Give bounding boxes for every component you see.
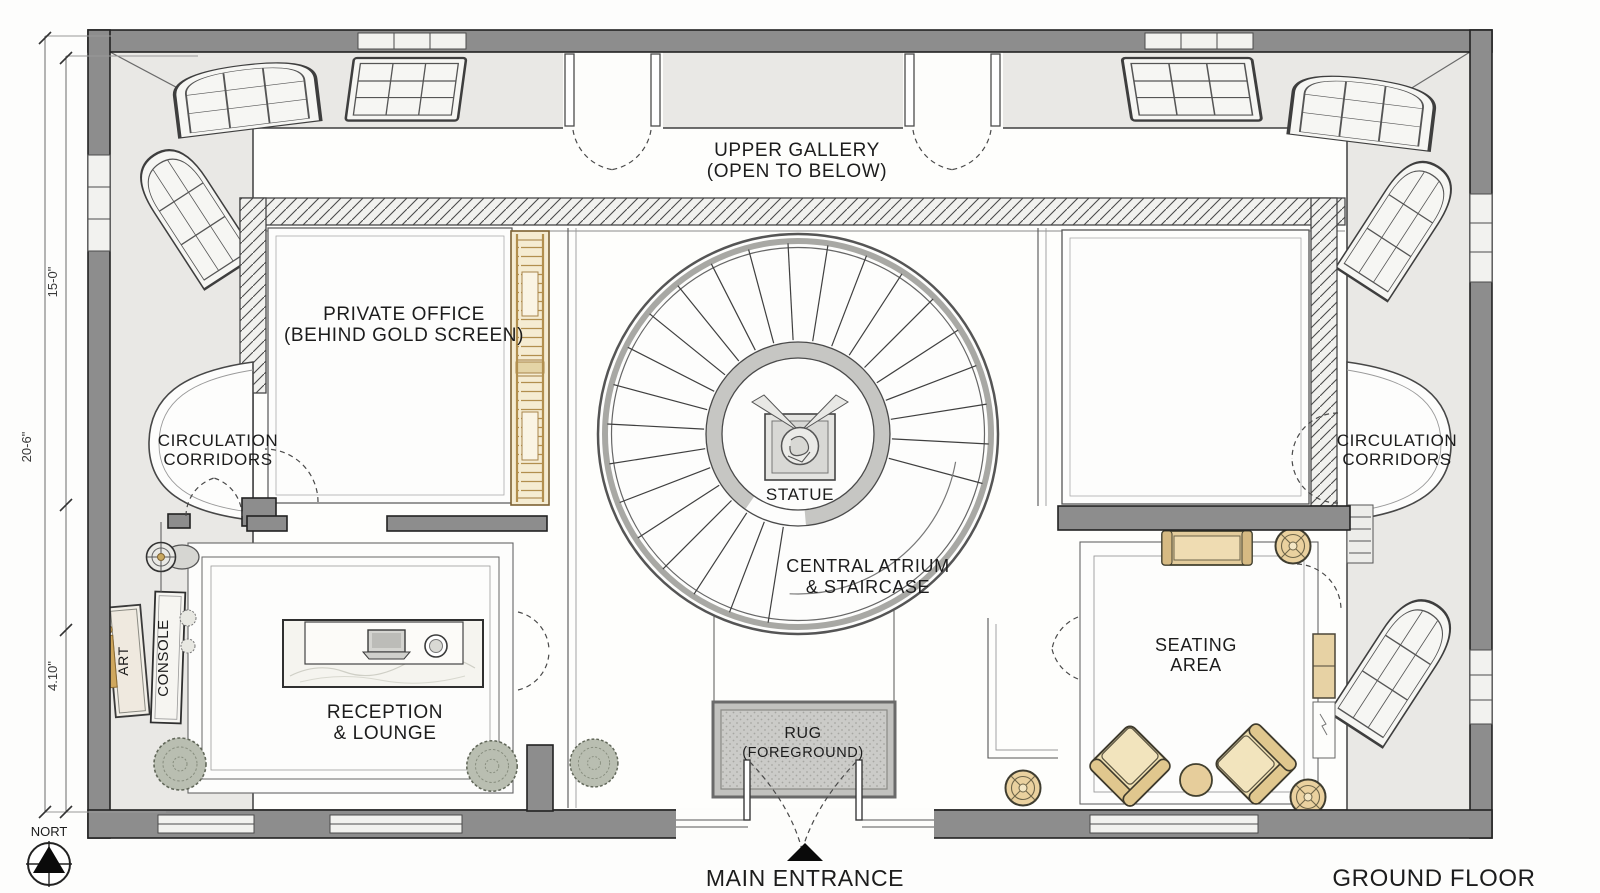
circulation-right-label: CIRCULATION: [1337, 431, 1458, 450]
entrance-threshold: [676, 819, 934, 828]
statue: [751, 394, 849, 481]
gold-screen: [510, 230, 550, 506]
gallery-hatch-boundary: [239, 197, 1346, 507]
reception-sublabel: & LOUNGE: [334, 723, 437, 744]
console-table: [149, 590, 187, 725]
door-leaf: [855, 759, 863, 821]
entrance-doors: [743, 759, 863, 821]
rug-sublabel: (FOREGROUND): [742, 745, 864, 761]
landing-arc: [789, 461, 957, 595]
console-label: CONSOLE: [155, 619, 172, 697]
atrium-hall-boundaries: [567, 228, 1058, 808]
plant: [466, 740, 518, 792]
door-leaf: [990, 53, 1001, 127]
seating-label: SEATING: [1155, 635, 1237, 655]
side-cabinet: [1312, 633, 1336, 759]
walls: [87, 29, 1493, 840]
private-office-room: [267, 227, 513, 504]
statue-wing-left: [751, 394, 801, 433]
floor-medallion: [1004, 769, 1042, 807]
art-piece: [103, 603, 151, 719]
reception-desk: [282, 619, 484, 688]
circulation-right-sublabel: CORRIDORS: [1342, 450, 1451, 469]
statue-label: STATUE: [766, 485, 834, 504]
curved-corridor-recesses: [148, 361, 1452, 521]
main-entrance-label: MAIN ENTRANCE: [706, 865, 904, 891]
door-leaf: [743, 759, 751, 821]
gallery-doors: [563, 52, 1003, 130]
laptop-icon: [361, 629, 412, 660]
bench: [1161, 530, 1253, 566]
upper-gallery-sublabel: (OPEN TO BELOW): [707, 161, 887, 182]
upper-right-room: [1061, 229, 1310, 505]
atrium-label: CENTRAL ATRIUM: [786, 556, 949, 576]
door-leaf: [904, 53, 915, 127]
seating-sublabel: AREA: [1170, 655, 1221, 675]
round-side-table: [1179, 763, 1213, 797]
circulation-left-label: CIRCULATION: [158, 431, 279, 450]
door-swing-arcs: [185, 129, 1342, 855]
dimension-ticks: [38, 31, 73, 819]
private-office-sublabel: (BEHIND GOLD SCREEN): [284, 325, 524, 346]
console-decor: [179, 609, 197, 627]
stair-treads: [607, 243, 989, 623]
reception-label: RECEPTION: [327, 702, 443, 723]
entrance-arrow: [787, 843, 823, 861]
wall-grille: [1346, 504, 1374, 564]
plant: [153, 737, 207, 791]
art-label: ART: [115, 646, 131, 676]
circulation-left-sublabel: CORRIDORS: [163, 450, 272, 469]
atrium-sublabel: & STAIRCASE: [806, 577, 930, 597]
north-arrow: NORT: [26, 824, 72, 887]
ground-floor-title: GROUND FLOOR: [1332, 865, 1535, 892]
statue-wing-right: [799, 394, 849, 433]
grid-window-top-left: [344, 56, 468, 122]
plant: [569, 738, 619, 788]
console-decor: [180, 638, 196, 654]
seating-furniture: [1004, 504, 1374, 816]
grid-window-top-right: [1120, 56, 1264, 123]
inner-ring: [706, 342, 890, 526]
north-triangle: [33, 846, 65, 873]
private-office-label: PRIVATE OFFICE: [323, 304, 485, 325]
floor-lamp: [145, 522, 200, 592]
door-leaf: [564, 53, 575, 127]
spiral-staircase: [596, 232, 1000, 636]
dimension-lines: 15-0" 20-6" 4.10": [19, 31, 198, 819]
door-leaf: [650, 53, 661, 127]
rug-label: RUG: [784, 725, 821, 742]
north-label: NORT: [31, 824, 68, 839]
upper-gallery-label: UPPER GALLERY: [714, 140, 880, 161]
dimension-label-upper: 15-0": [45, 266, 60, 297]
room-labels: UPPER GALLERY (OPEN TO BELOW) PRIVATE OF…: [115, 140, 1535, 892]
dimension-label-lower: 4.10": [45, 661, 60, 691]
floor-medallion: [1274, 527, 1312, 565]
dimension-label-full: 20-6": [19, 431, 34, 462]
